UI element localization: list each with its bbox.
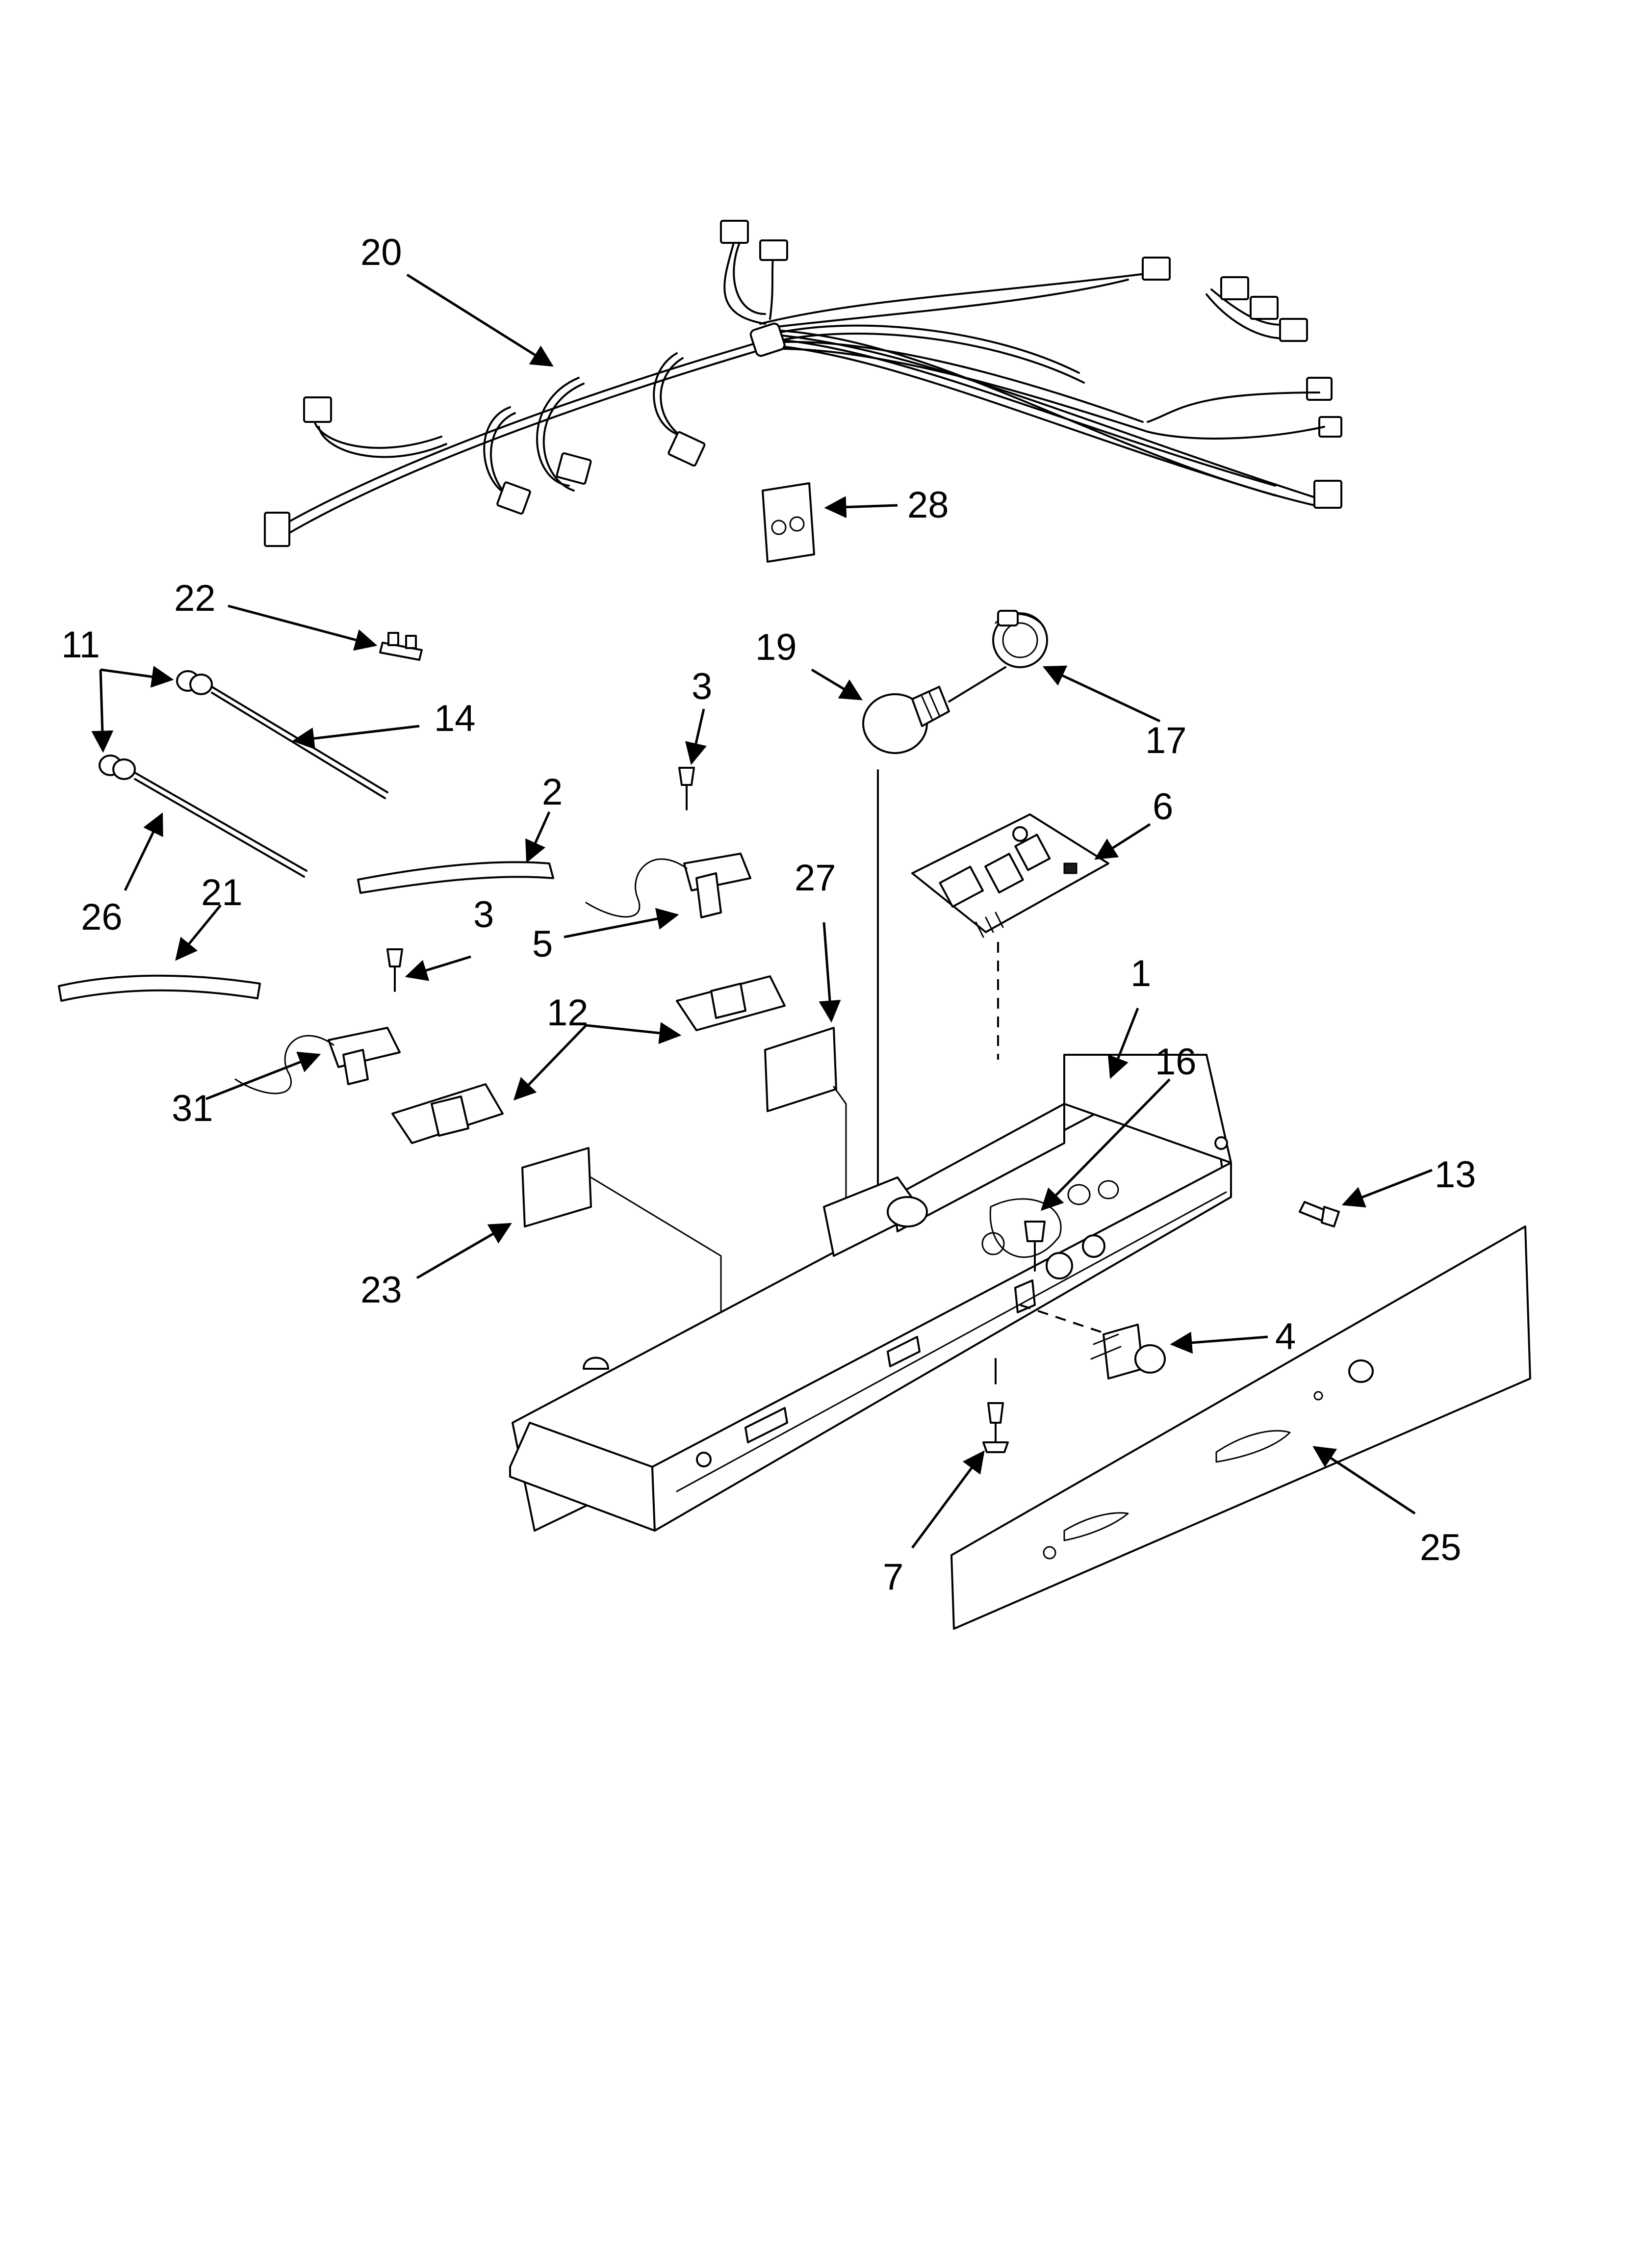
housing-screw: [1024, 1221, 1046, 1272]
callout-1: 1: [1130, 953, 1151, 994]
insulation-pad: [762, 482, 815, 563]
callout-17: 17: [1145, 720, 1187, 761]
control-panel-cover: [950, 1225, 1531, 1630]
callout-26: 26: [81, 896, 123, 938]
lamp-socket: [992, 610, 1048, 668]
switch-brackets: [391, 975, 786, 1144]
control-housing: [509, 1054, 1232, 1532]
callout-3-lower: 3: [473, 894, 494, 936]
callout-11: 11: [61, 624, 100, 666]
callout-20: 20: [360, 232, 402, 273]
callout-14: 14: [434, 698, 476, 739]
callout-7: 7: [883, 1556, 903, 1598]
callout-12: 12: [547, 992, 589, 1034]
leader-lines: [91, 273, 1433, 1549]
callout-27: 27: [795, 857, 836, 899]
callout-labels: 20 28 22 11 14 19 17 3 2 6 26 21 27 5 3 …: [61, 232, 1476, 1598]
callout-25: 25: [1420, 1527, 1462, 1568]
mounting-screw: [1299, 1201, 1340, 1227]
callout-19: 19: [755, 626, 797, 668]
callout-5: 5: [532, 923, 553, 965]
callout-22: 22: [174, 577, 216, 619]
control-board: [911, 813, 1109, 1060]
callout-13: 13: [1435, 1154, 1476, 1196]
callout-16: 16: [1155, 1041, 1197, 1083]
light-bulb: [862, 666, 1006, 1203]
callout-28: 28: [907, 484, 949, 526]
callout-2: 2: [542, 771, 563, 813]
callout-4: 4: [1275, 1316, 1296, 1357]
panel-screw: [982, 1358, 1009, 1453]
door-switch-upper: [585, 767, 751, 918]
door-switch-lower: [234, 948, 403, 1095]
callout-3-upper: 3: [692, 666, 712, 707]
wire-clip: [379, 632, 423, 661]
callout-31: 31: [172, 1088, 213, 1129]
control-knob: [1090, 1324, 1166, 1380]
label-sheets: [521, 1027, 847, 1414]
callout-6: 6: [1153, 786, 1173, 828]
callout-23: 23: [360, 1269, 402, 1311]
drain-tube-parts: [58, 670, 554, 1002]
wire-harness: [264, 220, 1342, 547]
callout-21: 21: [201, 872, 243, 913]
